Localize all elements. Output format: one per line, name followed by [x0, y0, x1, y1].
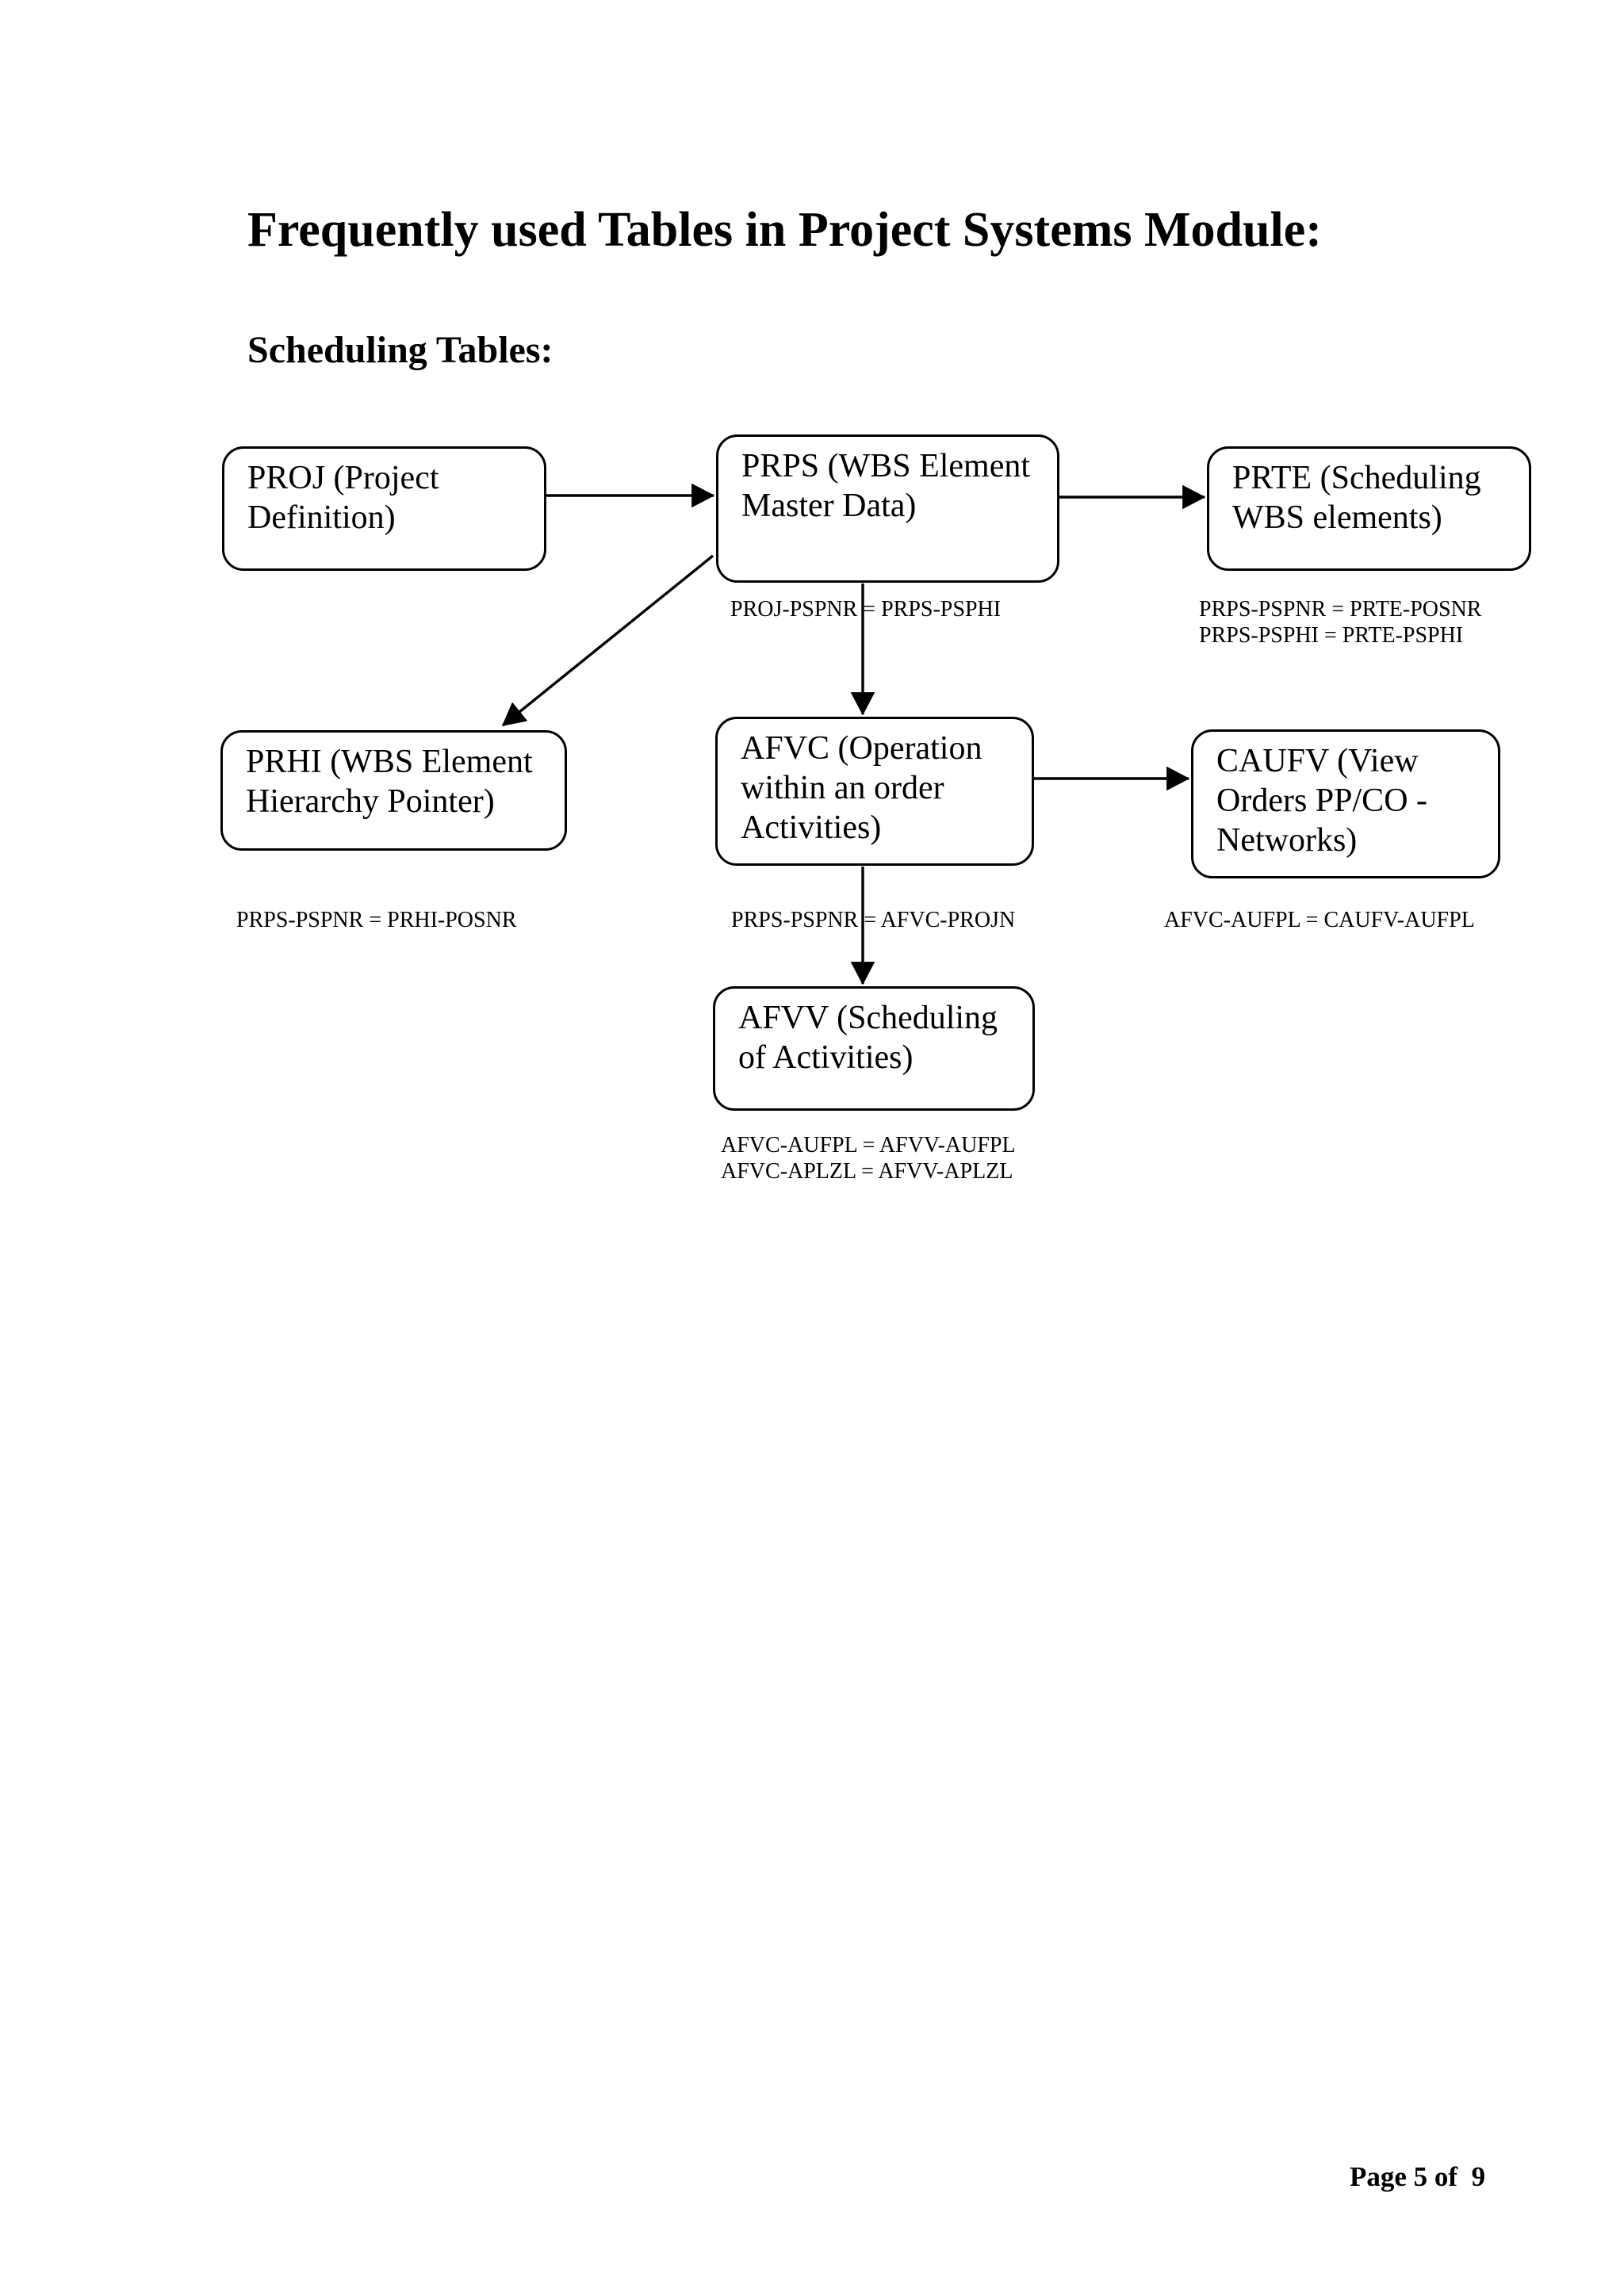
relation-label-line: PRPS-PSPNR = PRHI-POSNR	[236, 908, 517, 932]
relation-label-prps-prhi: PRPS-PSPNR = PRHI-POSNR	[236, 907, 517, 933]
box-line: PROJ (Project	[247, 460, 439, 496]
box-line: of Activities)	[738, 1039, 914, 1076]
relation-label-afvc-caufv: AFVC-AUFPL = CAUFV-AUFPL	[1164, 907, 1475, 933]
page-title: Frequently used Tables in Project System…	[247, 203, 1322, 257]
relation-label-proj-prps: PROJ-PSPNR = PRPS-PSPHI	[730, 596, 1001, 622]
box-line: Master Data)	[741, 488, 917, 524]
box-line: PRTE (Scheduling	[1232, 460, 1481, 496]
section-heading-scheduling-tables: Scheduling Tables:	[247, 329, 553, 371]
relation-label-prps-afvc: PRPS-PSPNR = AFVC-PROJN	[731, 907, 1015, 933]
box-line: CAUFV (View	[1216, 743, 1419, 779]
box-line: PRPS (WBS Element	[741, 448, 1031, 484]
box-line: Hierarchy Pointer)	[246, 783, 495, 820]
relation-label-line: PRPS-PSPNR = AFVC-PROJN	[731, 908, 1016, 932]
box-line: Networks)	[1216, 822, 1358, 859]
box-line: PRHI (WBS Element	[246, 744, 533, 780]
relation-label-line: AFVC-AUFPL = CAUFV-AUFPL	[1164, 908, 1475, 932]
box-line: Orders PP/CO -	[1216, 783, 1428, 819]
box-line: within an order	[741, 770, 944, 806]
box-line: AFVV (Scheduling	[738, 1000, 998, 1036]
relation-label-line: PROJ-PSPNR = PRPS-PSPHI	[730, 597, 1002, 622]
page-number-footer: Page 5 of 9	[1350, 2161, 1486, 2192]
relation-label-line: AFVC-APLZL = AFVV-APLZL	[721, 1159, 1013, 1184]
relation-label-line: PRPS-PSPHI = PRTE-PSPHI	[1199, 623, 1464, 648]
relation-label-line: AFVC-AUFPL = AFVV-AUFPL	[721, 1133, 1016, 1158]
relation-label-line: PRPS-PSPNR = PRTE-POSNR	[1199, 597, 1482, 622]
arrow-prps-to-prhi	[501, 554, 714, 727]
box-line: WBS elements)	[1232, 499, 1442, 536]
box-line: AFVC (Operation	[741, 730, 982, 767]
box-line: Activities)	[741, 809, 882, 846]
box-line: Definition)	[247, 499, 396, 536]
